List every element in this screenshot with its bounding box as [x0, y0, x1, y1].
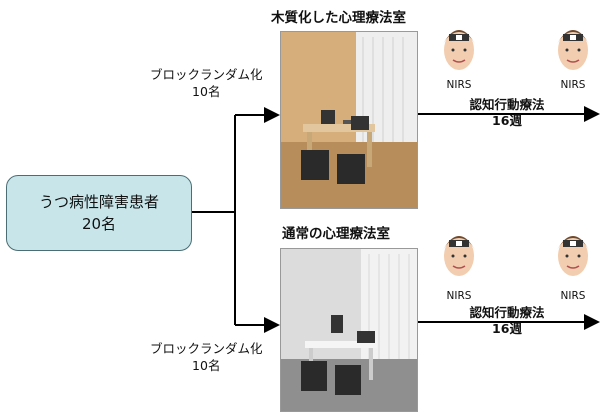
normal-room-illustration [281, 249, 417, 411]
randomization-count: 10名 [192, 358, 221, 373]
normal-room-photo [280, 248, 418, 412]
normal-room-title: 通常の心理療法室 [282, 226, 390, 242]
nirs-label: NIRS [446, 290, 472, 302]
wood-room-title: 木質化した心理療法室 [271, 10, 406, 26]
randomization-text: ブロックランダム化 [150, 67, 263, 82]
nirs-label: NIRS [560, 290, 586, 302]
therapy-duration: 16週 [492, 321, 522, 336]
face-wearing-nirs-icon [552, 20, 594, 78]
therapy-duration: 16週 [492, 113, 522, 128]
therapy-label-bottom: 認知行動療法 16週 [442, 305, 572, 337]
therapy-text: 認知行動療法 [469, 305, 545, 320]
patients-label: うつ病性障害患者 [38, 193, 159, 211]
therapy-label-top: 認知行動療法 16週 [442, 97, 572, 129]
randomization-label-bottom: ブロックランダム化 10名 [150, 340, 263, 374]
randomization-text: ブロックランダム化 [150, 341, 263, 356]
patients-box: うつ病性障害患者 20名 [6, 175, 192, 251]
patients-count: 20名 [81, 215, 117, 233]
randomization-label-top: ブロックランダム化 10名 [150, 66, 263, 100]
nirs-label: NIRS [560, 79, 586, 91]
face-wearing-nirs-icon [552, 226, 594, 284]
randomization-count: 10名 [192, 84, 221, 99]
nirs-label: NIRS [446, 79, 472, 91]
therapy-text: 認知行動療法 [469, 97, 545, 112]
face-wearing-nirs-icon [438, 226, 480, 284]
wood-room-illustration [281, 32, 417, 208]
face-wearing-nirs-icon [438, 20, 480, 78]
wood-room-photo [280, 31, 418, 209]
